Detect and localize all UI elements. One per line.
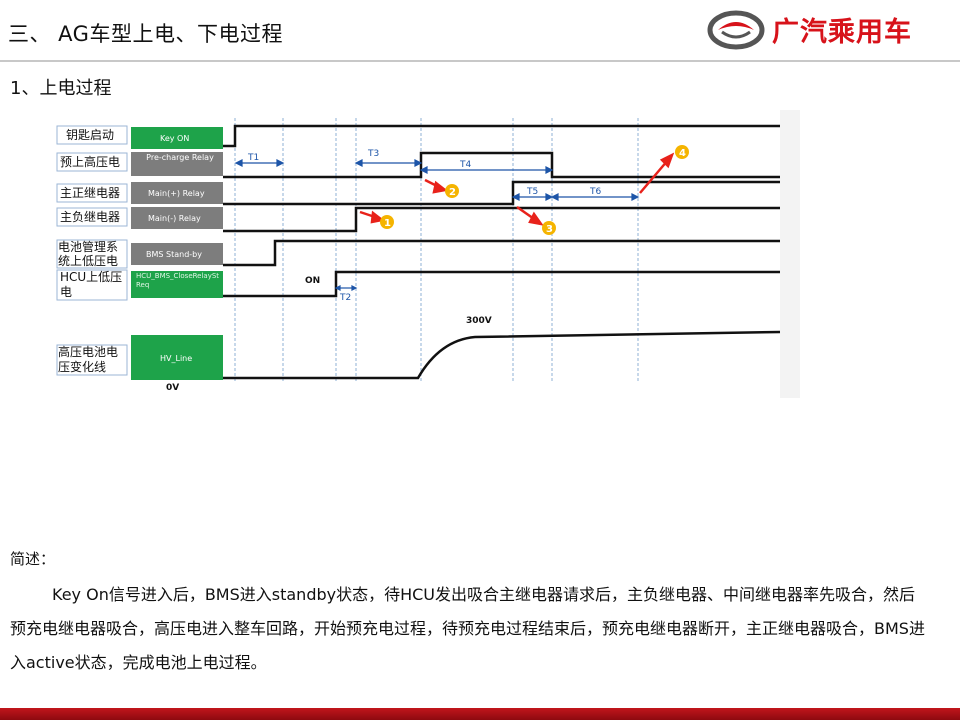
summary-label: 简述： [10, 550, 56, 568]
label-precharge: 预上高压电 [60, 154, 120, 169]
marker-1: 1 [384, 218, 391, 229]
section-title: 1、上电过程 [10, 78, 112, 99]
box-bms: BMS Stand-by [146, 250, 202, 259]
summary-text: Key On信号进入后，BMS进入standby状态，待HCU发出吸合主继电器请… [10, 585, 925, 672]
timing-diagram: 钥匙启动 预上高压电 主正继电器 主负继电器 电池管理系统上低压电 HCU上低压… [56, 110, 800, 398]
marker-2: 2 [449, 187, 456, 198]
voltage-high-label: 300V [466, 316, 492, 326]
brand-text: 广汽乘用车 [772, 17, 912, 48]
time-guides [234, 118, 639, 382]
page-title: 三、 AG车型上电、下电过程 [8, 22, 283, 46]
marker-3: 3 [546, 224, 553, 235]
label-hv: 高压电池电压变化线 [58, 345, 119, 374]
label-hcu: HCU上低压电 [60, 270, 123, 299]
footer-bar [0, 708, 960, 720]
row-labels: 钥匙启动 预上高压电 主正继电器 主负继电器 电池管理系统上低压电 HCU上低压… [56, 125, 128, 376]
interval-t4: T4 [459, 160, 471, 170]
box-key-on: Key ON [160, 134, 189, 143]
signal-traces [223, 124, 781, 380]
signal-boxes: Key ON Pre-charge Relay Main(+) Relay Ma… [131, 127, 223, 380]
on-label: ON [305, 276, 320, 286]
box-hcu: HCU_BMS_CloseRelayStReq [136, 272, 220, 289]
interval-t1: T1 [247, 153, 259, 163]
interval-t5: T5 [526, 187, 538, 197]
box-precharge: Pre-charge Relay [146, 153, 214, 162]
box-main-pos: Main(+) Relay [148, 189, 205, 198]
step-markers: 1 2 3 4 [380, 145, 689, 235]
label-bms: 电池管理系统上低压电 [58, 240, 119, 268]
label-key: 钥匙启动 [66, 128, 114, 142]
marker-4: 4 [679, 148, 686, 159]
interval-t6: T6 [589, 187, 601, 197]
box-hv: HV_Line [160, 354, 192, 363]
voltage-low-label: 0V [166, 383, 179, 393]
interval-markers [234, 159, 640, 291]
interval-t3: T3 [367, 149, 379, 159]
sequence-arrows [359, 152, 675, 226]
label-main-pos: 主正继电器 [60, 186, 120, 200]
interval-t2: T2 [339, 293, 351, 303]
brand-logo [707, 10, 765, 50]
label-main-neg: 主负继电器 [60, 210, 120, 224]
box-main-neg: Main(-) Relay [148, 214, 201, 223]
title-divider [0, 60, 960, 62]
